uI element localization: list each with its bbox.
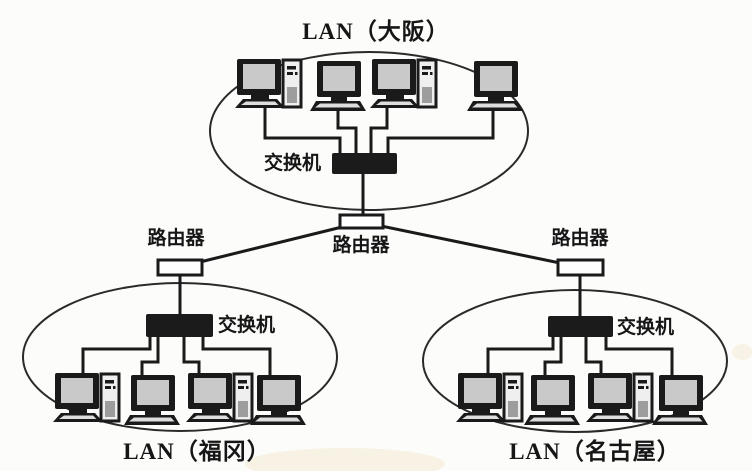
backbone-links bbox=[178, 173, 582, 319]
switch-fukuoka-label: 交换机 bbox=[218, 315, 276, 336]
lan-osaka-label: LAN（大阪） bbox=[302, 19, 450, 44]
computer-icon bbox=[584, 371, 654, 424]
computer-icon bbox=[233, 57, 303, 110]
switch-osaka-label: 交换机 bbox=[263, 153, 321, 174]
switch-nagoya bbox=[548, 316, 613, 337]
fukuoka-lan-links bbox=[81, 335, 272, 380]
computer-icon bbox=[368, 57, 438, 110]
router-right bbox=[556, 258, 605, 277]
router-left-label: 路由器 bbox=[147, 228, 205, 249]
computer-icon bbox=[51, 371, 121, 424]
lan-osaka-ellipse bbox=[209, 51, 529, 211]
lan-fukuoka-label: LAN（福冈） bbox=[123, 439, 271, 464]
router-center-label: 路由器 bbox=[332, 235, 390, 256]
scan-tint-blob-right bbox=[732, 344, 752, 360]
computer-icon bbox=[124, 375, 180, 425]
computer-icon bbox=[652, 375, 708, 425]
scan-tint-blob bbox=[245, 448, 445, 471]
nagoya-lan-links bbox=[486, 335, 674, 380]
computer-icon bbox=[454, 371, 524, 424]
computer-icon bbox=[524, 375, 580, 425]
switch-osaka bbox=[332, 153, 397, 174]
computer-icon bbox=[184, 371, 254, 424]
router-left bbox=[156, 258, 204, 277]
switch-nagoya-label: 交换机 bbox=[617, 317, 675, 338]
nagoya-computers bbox=[454, 371, 708, 425]
osaka-computers bbox=[233, 57, 523, 111]
fukuoka-computers bbox=[51, 371, 306, 425]
computer-icon bbox=[467, 61, 523, 111]
osaka-lan-links bbox=[263, 105, 495, 156]
lan-nagoya-ellipse bbox=[422, 289, 728, 433]
lan-nagoya-label: LAN（名古屋） bbox=[509, 439, 681, 464]
switch-fukuoka bbox=[146, 314, 213, 337]
router-center bbox=[338, 213, 385, 230]
computer-icon bbox=[310, 61, 366, 111]
computer-icon bbox=[250, 375, 306, 425]
router-right-label: 路由器 bbox=[551, 228, 609, 249]
